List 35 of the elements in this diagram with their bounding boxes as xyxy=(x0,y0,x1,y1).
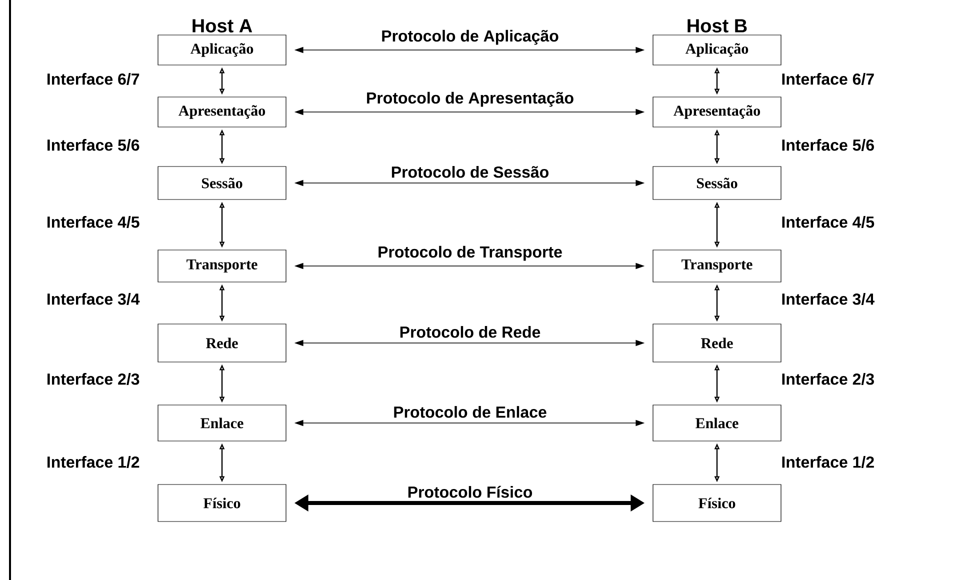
layer-box: Físico xyxy=(652,484,782,522)
interface-label: Interface 3/4 xyxy=(48,293,140,305)
interface-label: Interface 5/6 xyxy=(782,139,874,151)
layer-box: Enlace xyxy=(652,404,782,442)
protocol-label: Protocolo de Aplicação xyxy=(380,28,560,46)
interface-label: Interface 1/2 xyxy=(48,456,140,468)
interface-label: Interface 3/4 xyxy=(782,293,874,305)
host-heading: Host A xyxy=(192,19,252,32)
layer-box: Sessão xyxy=(158,166,286,200)
host-heading: Host B xyxy=(688,19,747,32)
protocol-label: Protocolo de Sessão xyxy=(390,165,550,179)
interface-label: Interface 6/7 xyxy=(48,73,140,85)
interface-label: Interface 4/5 xyxy=(782,216,874,228)
layer-box: Transporte xyxy=(652,250,782,282)
interface-label: Interface 2/3 xyxy=(782,373,874,385)
protocol-label: Protocolo de Rede xyxy=(398,325,542,339)
protocol-label: Protocolo Físico xyxy=(406,484,534,499)
interface-label: Interface 1/2 xyxy=(782,456,874,468)
layer-box: Aplicação xyxy=(652,34,782,66)
interface-label: Interface 5/6 xyxy=(48,139,140,151)
layer-box: Físico xyxy=(158,484,286,522)
layer-box: Transporte xyxy=(158,250,286,282)
layer-box: Apresentação xyxy=(652,96,782,128)
protocol-label: Protocolo de Apresentação xyxy=(364,90,576,108)
interface-label: Interface 2/3 xyxy=(48,373,140,385)
layer-box: Apresentação xyxy=(158,96,286,128)
layer-box: Sessão xyxy=(652,166,782,200)
protocol-label: Protocolo de Enlace xyxy=(392,405,548,419)
layer-box: Aplicação xyxy=(158,34,286,66)
protocol-label: Protocolo de Transporte xyxy=(376,244,564,262)
interface-label: Interface 4/5 xyxy=(48,216,140,228)
layer-box: Rede xyxy=(158,324,286,362)
layer-box: Enlace xyxy=(158,404,286,442)
layer-box: Rede xyxy=(652,324,782,362)
interface-label: Interface 6/7 xyxy=(782,73,874,85)
